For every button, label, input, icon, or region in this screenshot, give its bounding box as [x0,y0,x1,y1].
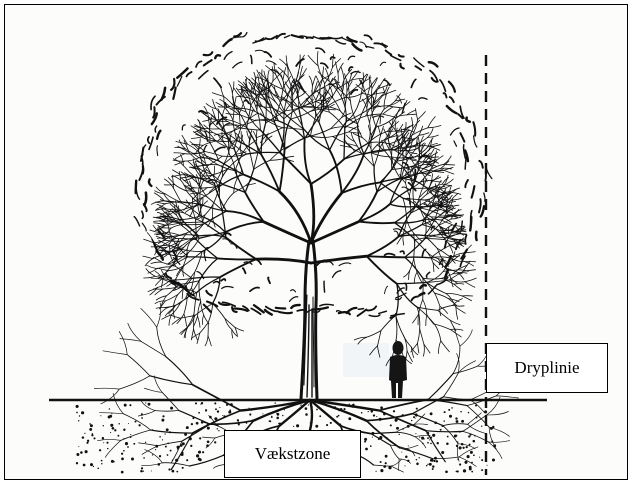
person-figure [389,341,407,398]
tree-root-zone-drawing [5,5,628,480]
illustration-frame: Dryplinie Vækstzone [4,4,628,480]
paper-texture [343,343,389,377]
dripline-label: Dryplinie [514,358,579,378]
growth-zone-label: Vækstzone [255,444,331,464]
tree-trunk [301,241,317,399]
dripline-label-box: Dryplinie [486,343,608,393]
growth-zone-label-box: Vækstzone [224,430,361,478]
